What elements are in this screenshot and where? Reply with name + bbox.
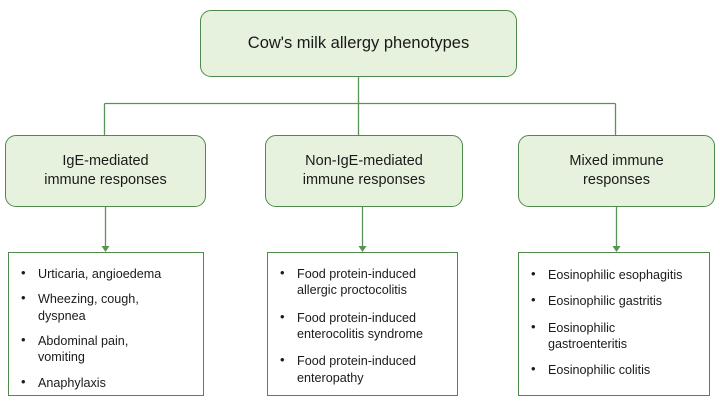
list-item: Eosinophilic esophagitis	[529, 266, 701, 283]
list-item: Eosinophilic gastritis	[529, 292, 701, 309]
phenotype-list: Eosinophilic esophagitis Eosinophilic ga…	[519, 253, 709, 389]
list-item: Abdominal pain, vomiting	[19, 332, 195, 366]
category-node-label: Mixed immune responses	[569, 152, 664, 188]
list-item: Food protein-induced enterocolitis syndr…	[278, 309, 449, 343]
phenotype-list: Food protein-induced allergic proctocoli…	[268, 253, 457, 397]
list-node-ige-mediated: Urticaria, angioedema Wheezing, cough, d…	[8, 252, 204, 396]
root-node-label: Cow's milk allergy phenotypes	[247, 33, 470, 52]
list-node-non-ige-mediated: Food protein-induced allergic proctocoli…	[267, 252, 458, 396]
list-item: Wheezing, cough, dyspnea	[19, 290, 195, 324]
list-item: Eosinophilic colitis	[529, 361, 701, 378]
list-item: Anaphylaxis	[19, 374, 195, 391]
list-item: Eosinophilic gastroenteritis	[529, 319, 701, 353]
root-node[interactable]: Cow's milk allergy phenotypes	[200, 10, 517, 77]
category-node-ige-mediated[interactable]: IgE-mediated immune responses	[5, 135, 206, 207]
category-node-non-ige-mediated[interactable]: Non-IgE-mediated immune responses	[265, 135, 463, 207]
category-node-label: Non-IgE-mediated immune responses	[302, 152, 426, 188]
list-item: Urticaria, angioedema	[19, 265, 195, 282]
category-node-mixed-immune[interactable]: Mixed immune responses	[518, 135, 715, 207]
list-item: Food protein-induced enteropathy	[278, 352, 449, 386]
arrowhead-2	[358, 246, 367, 252]
list-item: Food protein-induced allergic proctocoli…	[278, 265, 449, 299]
list-node-mixed-immune: Eosinophilic esophagitis Eosinophilic ga…	[518, 252, 710, 396]
phenotype-list: Urticaria, angioedema Wheezing, cough, d…	[9, 253, 203, 391]
category-node-label: IgE-mediated immune responses	[44, 152, 167, 188]
arrowhead-3	[612, 246, 621, 252]
arrowhead-1	[101, 246, 110, 252]
